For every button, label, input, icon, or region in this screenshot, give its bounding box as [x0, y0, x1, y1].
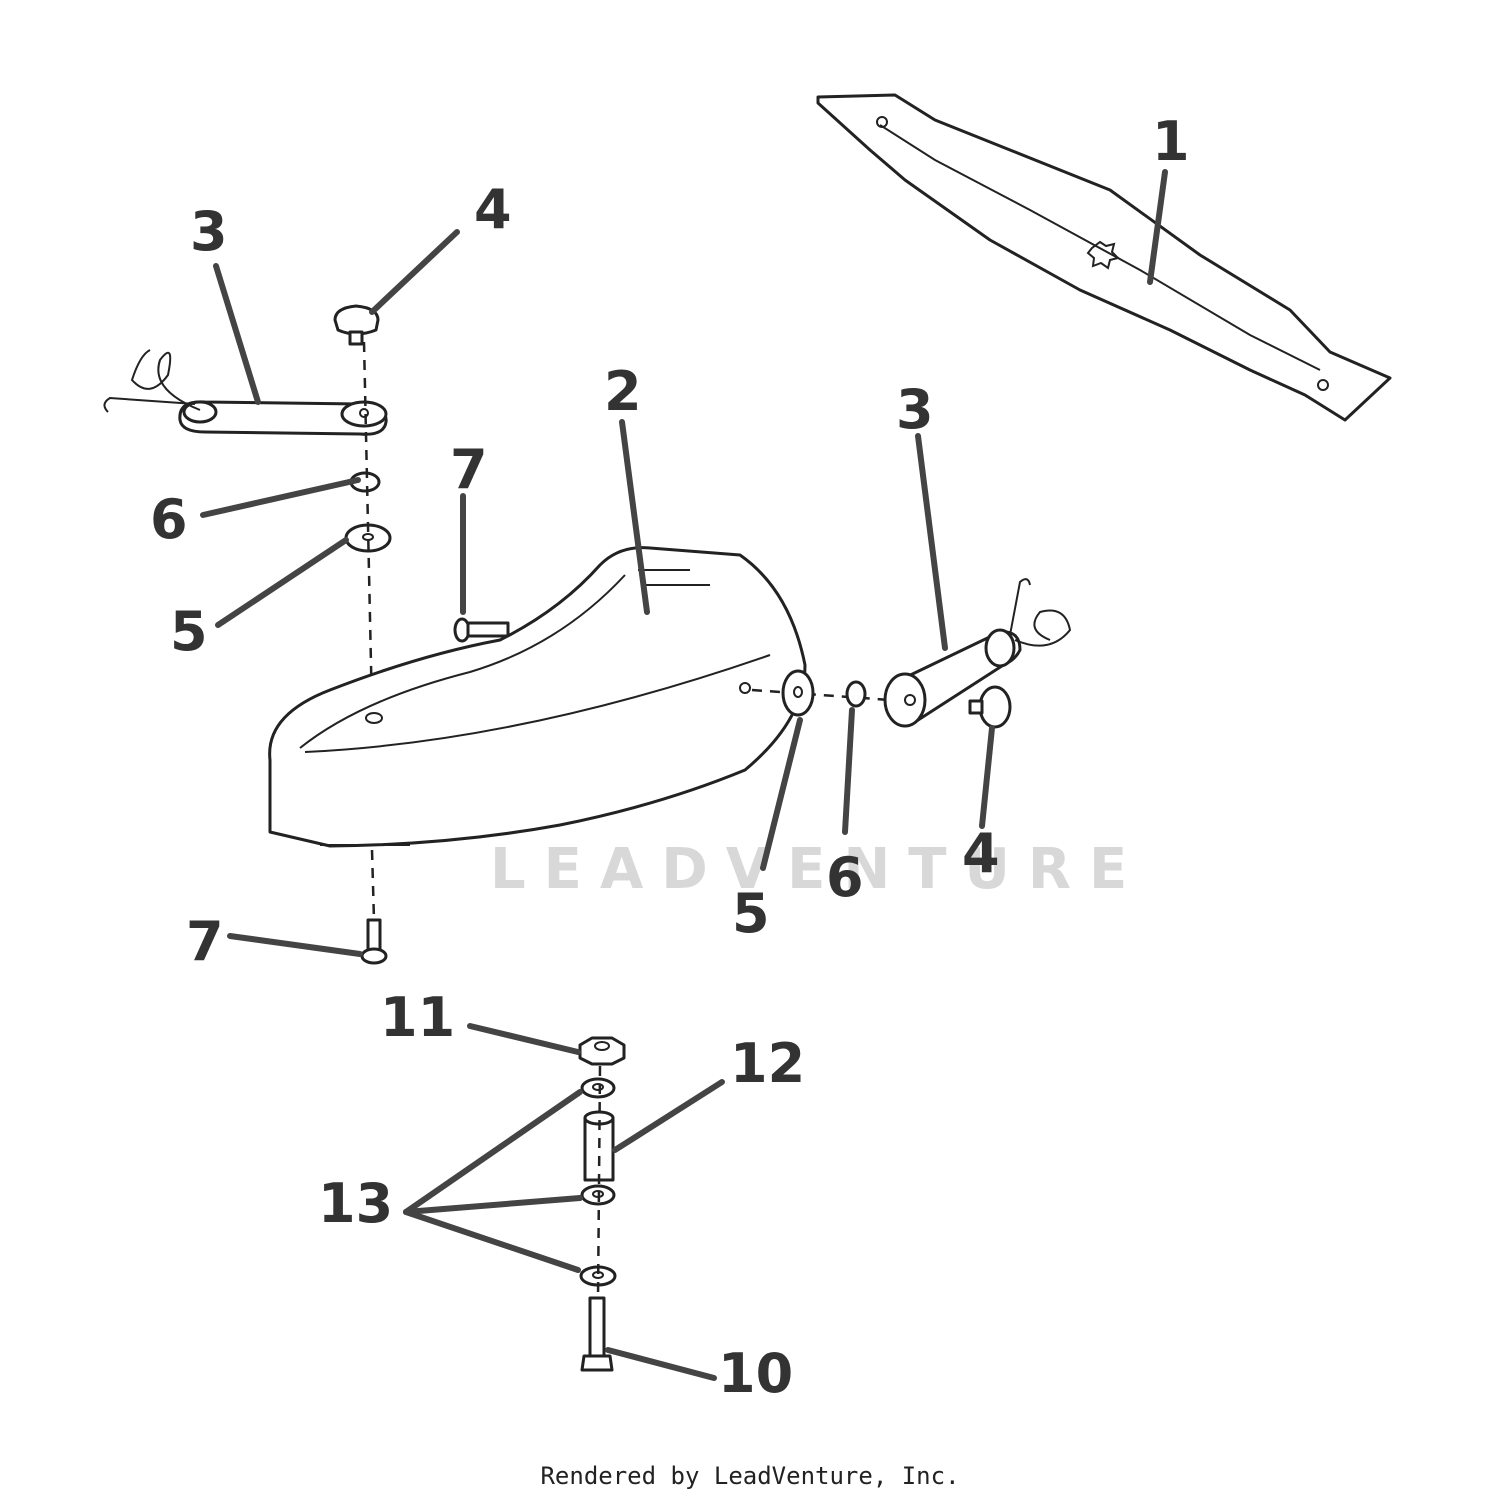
watermark-text: LEADVENTURE	[490, 837, 1145, 902]
leader-3-left	[213, 263, 261, 405]
leader-11	[467, 1023, 581, 1055]
leader-13-c	[403, 1209, 581, 1273]
chute-deflector-part	[268, 546, 807, 848]
callout-10: 10	[718, 1342, 793, 1405]
axis-line-bottom-left	[370, 849, 376, 921]
callout-6-left: 6	[150, 488, 188, 551]
axis-line-lower	[596, 1065, 602, 1301]
lock-washer-right-part	[845, 680, 867, 708]
callout-1: 1	[1152, 110, 1190, 173]
callout-7-top: 7	[450, 438, 488, 501]
leader-4-left	[369, 229, 460, 315]
footer-credit: Rendered by LeadVenture, Inc.	[540, 1462, 960, 1490]
leader-6-right	[842, 707, 855, 835]
flat-washer-right-part	[781, 669, 815, 717]
leader-3-right	[915, 433, 948, 651]
callout-5-right: 5	[732, 882, 770, 945]
leader-1	[1147, 169, 1168, 285]
leader-12	[612, 1079, 725, 1153]
leader-4-right	[979, 725, 995, 829]
callout-6-right: 6	[826, 846, 864, 909]
leader-5-left	[215, 537, 349, 628]
callout-3-right: 3	[896, 378, 934, 441]
bolt-10-part	[580, 1296, 614, 1372]
callout-2: 2	[604, 360, 642, 423]
callout-4-right: 4	[962, 822, 1000, 885]
leader-7-bottom	[227, 933, 363, 957]
shoulder-bolt-right-part	[968, 685, 1012, 729]
leader-10	[605, 1347, 717, 1381]
washer-13-top-part	[580, 1077, 616, 1099]
idler-arm-right-part	[883, 578, 1072, 728]
bolt-top-part	[453, 617, 510, 643]
axis-line-left	[362, 341, 374, 711]
blade-part	[816, 93, 1392, 422]
axis-line-center	[751, 688, 891, 702]
bolt-bottom-part	[360, 918, 388, 965]
callout-3-left: 3	[190, 200, 228, 263]
hex-nut-part	[578, 1036, 626, 1066]
callout-12: 12	[730, 1032, 805, 1095]
leader-13-b	[403, 1195, 583, 1215]
idler-arm-left-part	[103, 349, 388, 436]
shoulder-bolt-left-part	[333, 304, 380, 346]
leader-5-right	[760, 717, 803, 871]
callout-11: 11	[380, 986, 455, 1049]
callout-7-bottom: 7	[186, 910, 224, 973]
leader-6-left	[200, 477, 361, 518]
callout-13: 13	[318, 1172, 393, 1235]
leader-2	[619, 419, 650, 615]
callout-4-left: 4	[474, 178, 512, 241]
callout-5-left: 5	[170, 600, 208, 663]
leader-13-a	[403, 1089, 583, 1215]
